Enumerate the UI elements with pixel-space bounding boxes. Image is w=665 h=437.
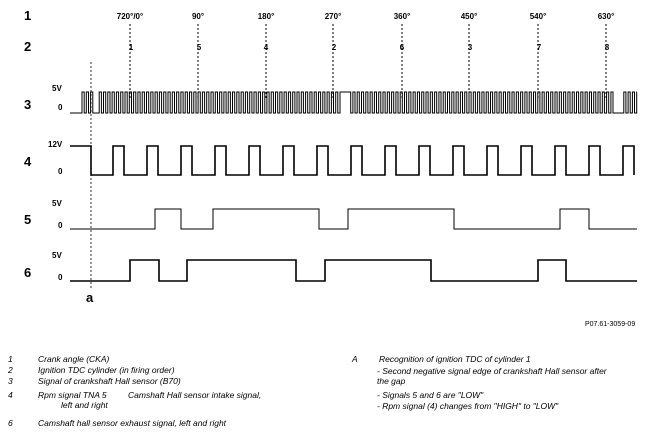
- signal3-high-label: 5V: [52, 84, 62, 93]
- cyl-label-4: 6: [400, 43, 405, 52]
- cyl-label-1: 5: [197, 43, 202, 52]
- angle-label-7: 630°: [598, 12, 615, 21]
- angle-label-1: 90°: [192, 12, 204, 21]
- signal-6-camshaft-exhaust: [70, 259, 637, 282]
- cyl-label-6: 7: [537, 43, 542, 52]
- row-label-5: 5: [24, 212, 31, 227]
- angle-guides: [129, 24, 607, 98]
- signal-5-camshaft-intake: [70, 208, 637, 230]
- cyl-label-7: 8: [605, 43, 610, 52]
- cyl-label-0: 1: [129, 43, 134, 52]
- angle-label-3: 270°: [325, 12, 342, 21]
- signal6-low-label: 0: [58, 273, 63, 282]
- signal6-high-label: 5V: [52, 251, 62, 260]
- signal-3-crankshaft-hall: [70, 91, 638, 114]
- signal-4-rpm: [70, 145, 635, 176]
- cyl-label-2: 4: [264, 43, 269, 52]
- angle-label-2: 180°: [258, 12, 275, 21]
- signal5-low-label: 0: [58, 221, 63, 230]
- cyl-label-5: 3: [468, 43, 473, 52]
- signal5-high-label: 5V: [52, 199, 62, 208]
- marker-a-label: a: [86, 290, 94, 305]
- row-label-4: 4: [24, 154, 32, 169]
- row-label-6: 6: [24, 265, 31, 280]
- signal-timing-diagram: 1 2 3 4 5 6 5V 0 12V 0 5V 0 5V 0 720°/0°…: [24, 8, 638, 305]
- row-label-2: 2: [24, 39, 31, 54]
- angle-label-6: 540°: [530, 12, 547, 21]
- angle-label-4: 360°: [394, 12, 411, 21]
- signal3-low-label: 0: [58, 103, 63, 112]
- signal4-high-label: 12V: [48, 140, 63, 149]
- row-label-1: 1: [24, 8, 31, 23]
- signal4-low-label: 0: [58, 167, 63, 176]
- angle-label-5: 450°: [461, 12, 478, 21]
- figure-code: P07.61-3059-09: [585, 321, 636, 328]
- angle-label-0: 720°/0°: [117, 12, 143, 21]
- cyl-label-3: 2: [332, 43, 337, 52]
- row-label-3: 3: [24, 97, 31, 112]
